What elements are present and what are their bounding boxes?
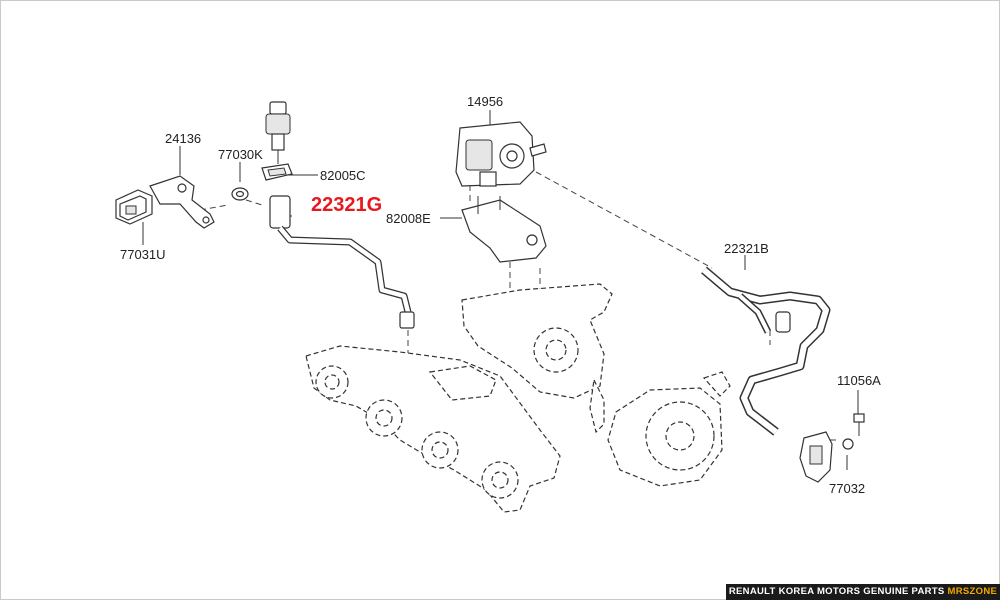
label-22321B[interactable]: 22321B xyxy=(724,241,769,256)
pressure-sensor[interactable] xyxy=(265,101,291,164)
label-22321G[interactable]: 22321G xyxy=(311,194,383,216)
vacuum-pump xyxy=(607,371,731,487)
label-11056A[interactable]: 11056A xyxy=(837,373,881,388)
part-77030K-washer[interactable] xyxy=(231,187,249,201)
watermark-text: RENAULT KOREA MOTORS GENUINE PARTS xyxy=(728,586,945,597)
part-82005C-clip[interactable] xyxy=(261,163,293,181)
part-22321G-hose[interactable] xyxy=(269,195,415,329)
label-24136[interactable]: 24136 xyxy=(165,131,202,146)
label-77032[interactable]: 77032 xyxy=(829,481,866,496)
part-22321B-hose-assembly[interactable] xyxy=(701,266,831,436)
part-77032-bracket[interactable] xyxy=(799,431,854,483)
label-82005C[interactable]: 82005C xyxy=(320,168,366,183)
label-14956[interactable]: 14956 xyxy=(467,94,504,109)
throttle-body xyxy=(461,283,613,434)
label-82008E[interactable]: 82008E xyxy=(386,211,431,226)
part-11056A-bolt[interactable] xyxy=(853,413,865,436)
part-24136-bracket[interactable] xyxy=(149,175,215,229)
label-77030K[interactable]: 77030K xyxy=(218,147,263,162)
intake-manifold xyxy=(305,345,561,513)
watermark-brand: MRSZONE xyxy=(947,586,998,597)
part-14956-solenoid[interactable] xyxy=(455,121,547,187)
label-77031U[interactable]: 77031U xyxy=(120,247,166,262)
part-77031U-connector[interactable] xyxy=(115,189,153,225)
watermark-bar: RENAULT KOREA MOTORS GENUINE PARTS MRSZO… xyxy=(726,584,1000,600)
part-82008E-bracket[interactable] xyxy=(461,196,547,263)
